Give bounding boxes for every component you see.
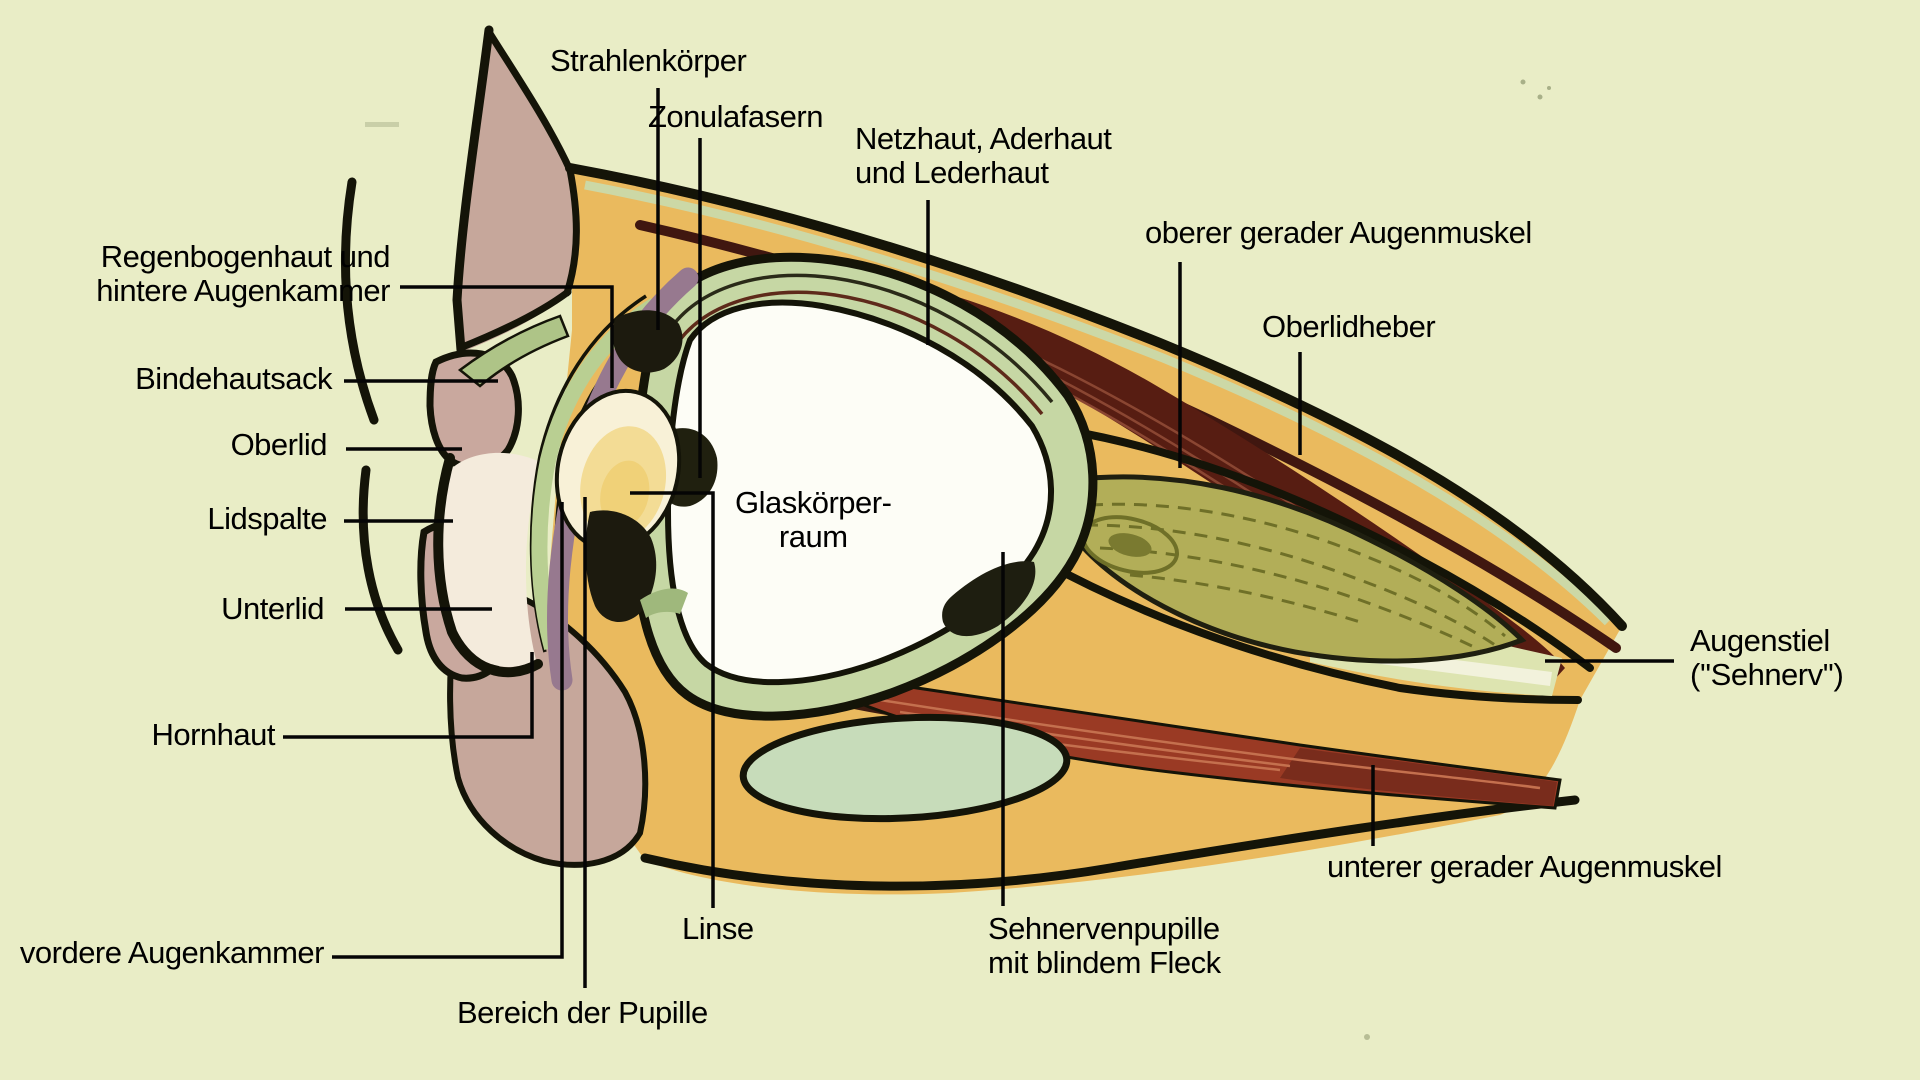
- leader-hornhaut: [283, 652, 534, 739]
- bottom-outline: [640, 795, 1580, 891]
- cornea: [433, 453, 543, 678]
- front-sclera-band: [531, 298, 660, 651]
- anterior-eye: [341, 177, 718, 868]
- speckles: [365, 79, 1551, 1040]
- leader-vordere-augenkammer: [332, 502, 564, 959]
- label-hornhaut: Hornhaut: [151, 717, 275, 752]
- label-glaskoerperraum: Glaskörper- raum: [735, 485, 892, 554]
- label-netzhaut: Netzhaut, Aderhaut und Lederhaut: [855, 121, 1112, 190]
- label-unterlid: Unterlid: [221, 591, 324, 626]
- anterior-chamber: [441, 452, 540, 667]
- label-oberer-gerader-augenmuskel: oberer gerader Augenmuskel: [1145, 215, 1532, 250]
- head-outline: [565, 163, 1627, 631]
- label-sehnervenpupille: Sehnervenpupille mit blindem Fleck: [988, 911, 1221, 980]
- ciliary-body: [612, 310, 683, 373]
- inferior-ciliary-mass: [585, 510, 657, 623]
- label-linse: Linse: [682, 911, 754, 946]
- label-augenstiel: Augenstiel (''Sehnerv''): [1690, 623, 1844, 692]
- leader-lines: [283, 88, 1674, 988]
- label-bindehautsack: Bindehautsack: [135, 361, 332, 396]
- leader-linse: [630, 491, 715, 908]
- leader-regenbogenhaut: [400, 285, 614, 388]
- retina-layer-arc: [666, 273, 1054, 404]
- optic-disc-pecten: [942, 561, 1036, 637]
- orbital-gland: [739, 713, 1071, 823]
- brow-horn: [457, 30, 577, 352]
- label-unterer-gerader-augenmuskel: unterer gerader Augenmuskel: [1327, 849, 1722, 884]
- conjunctival-sac: [457, 314, 570, 388]
- label-bereich-der-pupille: Bereich der Pupille: [457, 995, 708, 1030]
- label-regenbogenhaut: Regenbogenhaut und hintere Augenkammer: [96, 239, 390, 308]
- label-lidspalte: Lidspalte: [207, 501, 327, 536]
- label-oberlidheber: Oberlidheber: [1262, 309, 1436, 344]
- label-strahlenkoerper: Strahlenkörper: [550, 43, 747, 78]
- choroid-layer-arc: [672, 290, 1044, 416]
- label-vordere-augenkammer: vordere Augenkammer: [19, 935, 325, 970]
- label-zonulafasern: Zonulafasern: [648, 99, 823, 134]
- label-oberlid: Oberlid: [230, 427, 328, 462]
